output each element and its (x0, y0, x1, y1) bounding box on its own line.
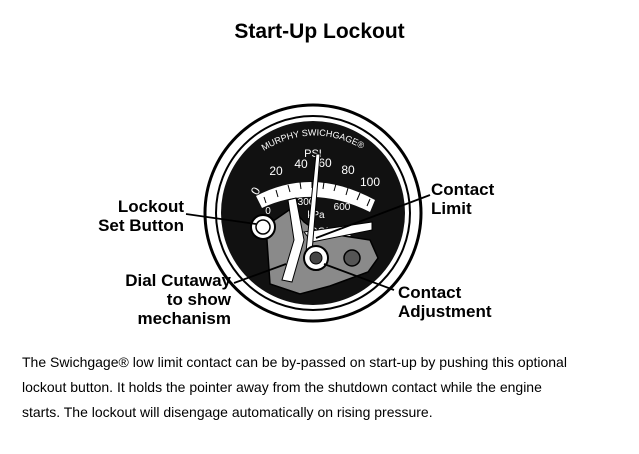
psi-tick-label: 20 (269, 164, 283, 178)
callout-dial-cutaway: Dial Cutaway to show mechanism (96, 271, 231, 328)
callout-line: to show (166, 290, 231, 309)
page-title: Start-Up Lockout (234, 20, 405, 43)
callout-line: Lockout (117, 197, 184, 216)
callout-line: Contact (398, 283, 462, 302)
callout-line: Limit (431, 199, 472, 218)
leader-lockout (185, 213, 257, 225)
description: The Swichgage® low limit contact can be … (22, 350, 627, 425)
lockout-set-button-inner (255, 219, 271, 235)
leader-cutaway (233, 263, 287, 284)
leader-contact-limit (315, 194, 431, 239)
lockout-lever (281, 197, 305, 283)
callout-contact-limit: Contact Limit (431, 180, 494, 218)
callout-lockout-set-button: Lockout Set Button (92, 197, 184, 235)
description-line: The Swichgage® low limit contact can be … (22, 354, 567, 370)
callout-line: Adjustment (398, 302, 492, 321)
psi-tick-label: 40 (294, 157, 308, 171)
kpa-tick-label: 600 (334, 202, 351, 213)
callout-line: Set Button (98, 216, 184, 235)
contact-adjustment-knob-center (309, 251, 323, 265)
description-line: lockout button. It holds the pointer awa… (22, 379, 542, 395)
callout-line: Contact (431, 180, 495, 199)
kpa-tick-label: 0 (265, 206, 271, 217)
callout-line: Dial Cutaway (125, 271, 231, 290)
scale-ticks (263, 181, 371, 207)
psi-tick-label: 60 (318, 156, 332, 170)
kpa-tick-label: 300 (298, 197, 315, 208)
callout-line: mechanism (137, 309, 231, 328)
psi-tick-label: 100 (360, 175, 380, 189)
callout-contact-adjustment: Contact Adjustment (398, 283, 492, 321)
psi-tick-label: 80 (341, 163, 355, 177)
mechanism-pin (343, 249, 361, 267)
kpa-unit-label: kPa (307, 210, 325, 221)
leader-adjustment (323, 263, 395, 291)
description-line: starts. The lockout will disengage autom… (22, 404, 433, 420)
